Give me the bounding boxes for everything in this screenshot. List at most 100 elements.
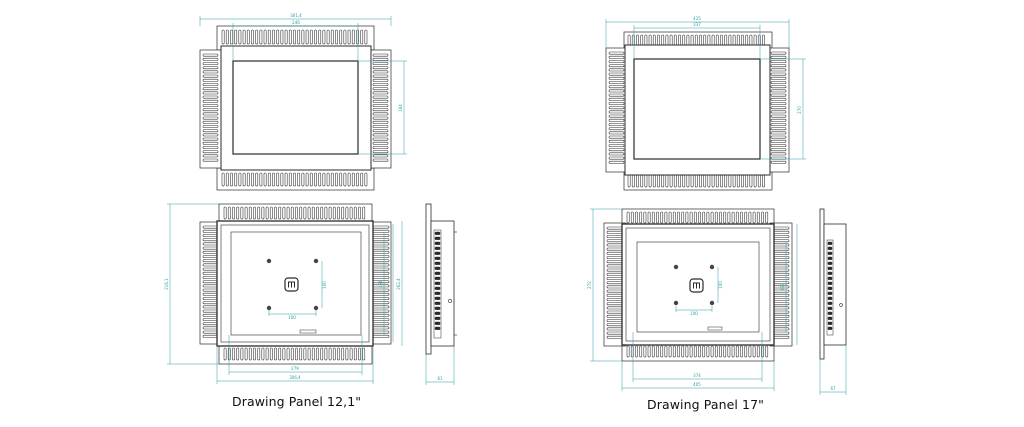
fin-slot — [698, 211, 701, 224]
fin-slot — [202, 74, 219, 78]
fin-slot — [202, 78, 219, 82]
fin-slot — [719, 211, 722, 224]
fin-slot — [770, 64, 787, 68]
fin-slot — [324, 206, 328, 220]
fin-slot — [272, 172, 275, 187]
fin-slot — [343, 29, 347, 45]
fin-slot — [309, 172, 313, 187]
fin-slot — [723, 345, 727, 358]
fin-slot — [314, 29, 317, 45]
fin-slot — [337, 347, 340, 361]
fin-slot — [706, 345, 710, 358]
fin-slot — [242, 29, 246, 45]
fin-slot — [372, 137, 389, 141]
fin-slot — [293, 172, 296, 187]
fin-slot — [257, 206, 261, 220]
fin-slot — [232, 206, 235, 220]
fin-slot — [202, 99, 219, 103]
fin-slot — [608, 68, 625, 72]
dim-vesa-horizontal: 100 — [288, 315, 296, 320]
fin-slot — [223, 347, 227, 361]
fin-slot — [227, 347, 231, 361]
fin-slot — [827, 306, 833, 310]
fin-slot — [202, 137, 219, 141]
fin-slot — [827, 286, 833, 290]
fin-slot — [434, 276, 441, 280]
front-right-fins — [770, 51, 787, 164]
fin-slot — [353, 347, 357, 361]
fin-slot — [225, 29, 229, 45]
fin-slot — [608, 72, 625, 76]
fin-slot — [253, 206, 256, 220]
panel-12-back-view — [199, 203, 392, 365]
fin-slot — [827, 321, 833, 325]
side-front-frame — [425, 203, 432, 355]
vesa-hole-tl — [266, 258, 272, 264]
fin-slot — [267, 29, 271, 45]
vesa-hole-bl — [266, 305, 272, 311]
panel-17-side-dimensions — [819, 345, 847, 395]
front-top-fins — [221, 29, 368, 45]
fin-slot — [689, 345, 693, 358]
fin-slot — [770, 81, 787, 84]
fin-slot — [770, 76, 787, 80]
fin-slot — [303, 347, 307, 361]
fin-slot — [706, 211, 710, 224]
fin-slot — [311, 206, 315, 220]
fin-slot — [608, 106, 625, 110]
fin-slot — [351, 29, 355, 45]
dim-back-width-outer: 405 — [693, 382, 701, 387]
fin-slot — [372, 66, 389, 70]
fin-slot — [202, 62, 219, 65]
fin-slot — [297, 172, 301, 187]
fin-slot — [326, 172, 330, 187]
fin-slot — [364, 29, 368, 45]
fin-slot — [761, 211, 764, 224]
fin-slot — [643, 211, 647, 224]
fin-slot — [656, 345, 659, 358]
side-screw — [448, 299, 452, 303]
fin-slot — [434, 296, 441, 300]
fin-slot — [608, 152, 625, 156]
fin-slot — [434, 321, 441, 325]
fin-slot — [320, 206, 324, 220]
fin-slot — [286, 347, 290, 361]
fin-slot — [434, 266, 441, 270]
fin-slot — [288, 172, 292, 187]
fin-slot — [234, 172, 238, 187]
fin-slot — [827, 311, 833, 315]
fin-slot — [330, 172, 334, 187]
fin-slot — [202, 120, 219, 124]
back-housing-inner — [625, 227, 771, 342]
fin-slot — [240, 206, 244, 220]
fin-slot — [362, 347, 366, 361]
front-left-fins — [608, 51, 625, 164]
fin-slot — [770, 72, 787, 76]
fin-slot — [356, 29, 359, 45]
front-bottom-fins — [221, 172, 368, 187]
fin-slot — [372, 83, 389, 86]
fin-slot — [647, 345, 651, 358]
fin-slot — [202, 83, 219, 86]
fin-slot — [608, 127, 625, 131]
fin-slot — [714, 211, 718, 224]
fin-slot — [221, 172, 225, 187]
dim-back-overall-height: 272 — [587, 281, 592, 289]
fin-slot — [316, 347, 319, 361]
fin-slot — [434, 281, 441, 285]
fin-slot — [305, 172, 309, 187]
fin-slot — [372, 70, 389, 74]
fin-slot — [242, 172, 246, 187]
fin-slot — [248, 347, 252, 361]
fin-slot — [202, 70, 219, 74]
fin-slot — [263, 29, 267, 45]
fin-slot — [318, 172, 322, 187]
fin-slot — [693, 345, 697, 358]
fin-slot — [770, 135, 787, 139]
fin-slot — [770, 114, 787, 118]
panel-17-front-dimensions — [605, 19, 806, 160]
fin-slot — [255, 29, 259, 45]
fin-slot — [324, 347, 328, 361]
fin-slot — [328, 347, 332, 361]
fin-slot — [672, 345, 676, 358]
